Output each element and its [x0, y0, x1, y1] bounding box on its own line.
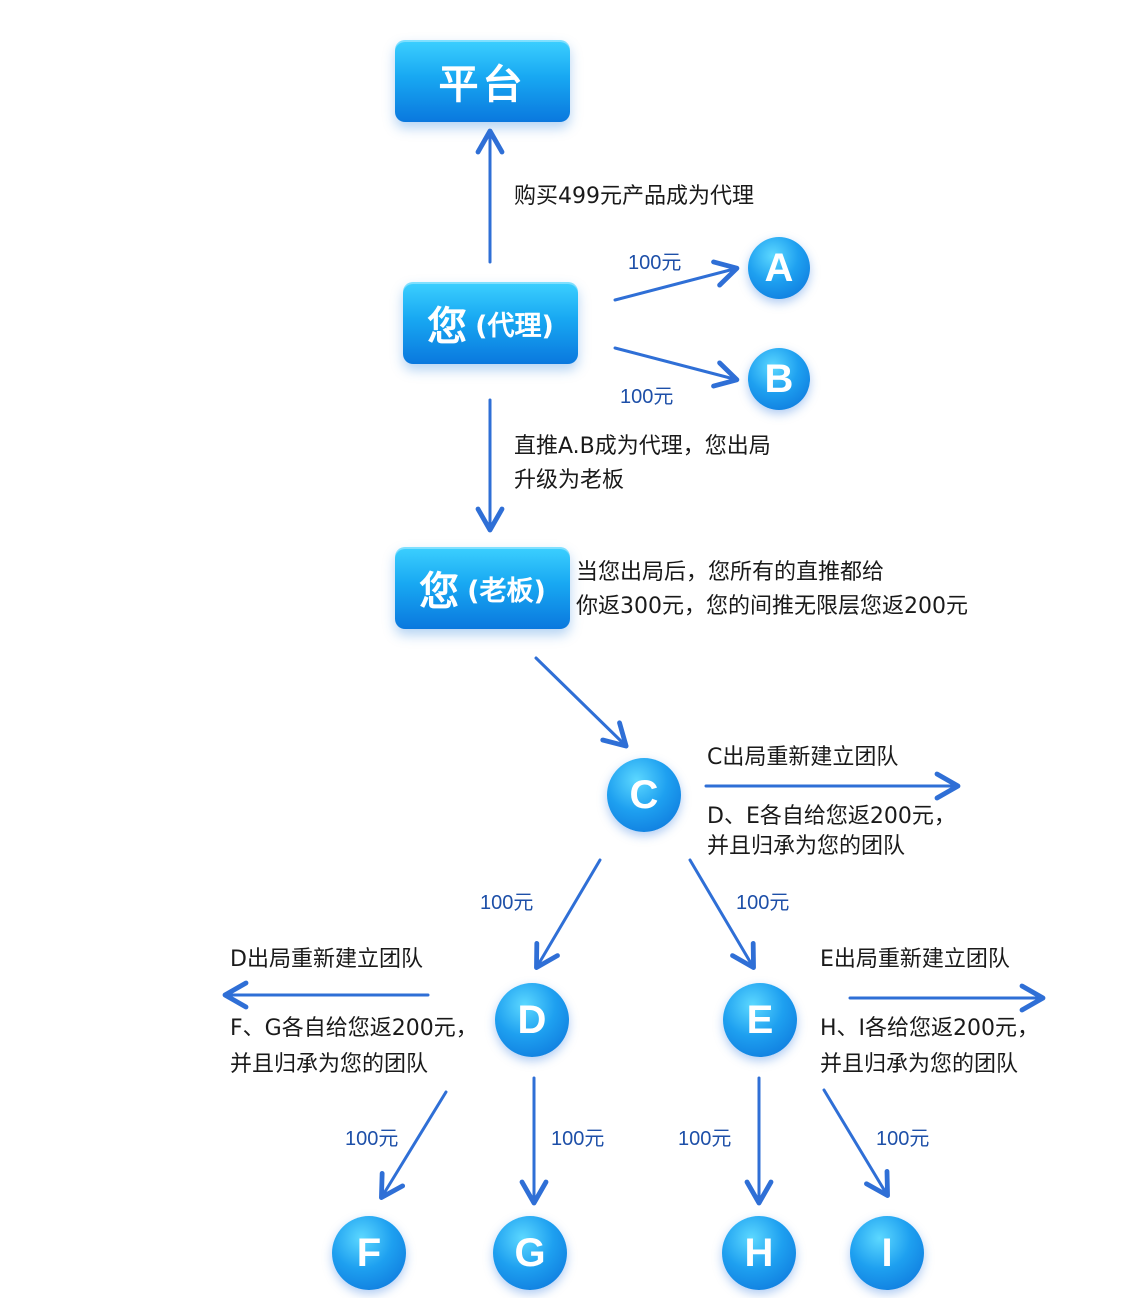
node-c: C: [607, 758, 681, 832]
note-buy: 购买499元产品成为代理: [514, 184, 754, 209]
node-h: H: [722, 1216, 796, 1290]
amount-you-a: 100元: [628, 252, 682, 274]
node-d: D: [495, 983, 569, 1057]
note-c-out: C出局重新建立团队: [707, 745, 899, 770]
arrow-d-to-f: [379, 1090, 448, 1200]
node-e: E: [723, 983, 797, 1057]
amount-e-h: 100元: [678, 1128, 732, 1150]
boss-box: 您 (老板): [395, 547, 570, 629]
arrow-e-to-i: [822, 1088, 890, 1198]
node-f: F: [332, 1216, 406, 1290]
amount-d-g: 100元: [551, 1128, 605, 1150]
amount-d-f: 100元: [345, 1128, 399, 1150]
note-boss-line2: 你返300元，您的间推无限层您返200元: [576, 594, 968, 619]
boss-box-sublabel: (老板): [467, 575, 546, 607]
note-promote-line2: 升级为老板: [514, 468, 625, 493]
note-d-line2: 并且归承为您的团队: [230, 1052, 429, 1077]
arrow-agent-to-a: [613, 259, 740, 302]
note-boss-line1: 当您出局后，您所有的直推都给: [576, 560, 885, 585]
note-e-line2: 并且归承为您的团队: [820, 1052, 1019, 1077]
note-c-line1: D、E各自给您返200元，: [707, 804, 956, 829]
boss-box-label: 您: [419, 569, 464, 615]
arrow-c-to-e: [688, 858, 756, 970]
agent-box-label: 您: [427, 304, 472, 350]
note-e-line1: H、I各给您返200元，: [820, 1016, 1040, 1041]
note-c-line2: 并且归承为您的团队: [707, 834, 906, 859]
arrow-agent-to-b: [613, 346, 740, 389]
platform-box: 平台: [395, 40, 570, 122]
note-d-out: D出局重新建立团队: [230, 947, 423, 972]
agent-box: 您 (代理): [403, 282, 578, 364]
platform-box-label: 平台: [438, 62, 527, 108]
note-d-line1: F、G各自给您返200元，: [230, 1016, 478, 1041]
amount-e-i: 100元: [876, 1128, 930, 1150]
amount-c-e: 100元: [736, 892, 790, 914]
note-e-out: E出局重新建立团队: [820, 947, 1010, 972]
node-i: I: [850, 1216, 924, 1290]
node-g: G: [493, 1216, 567, 1290]
node-b: B: [748, 348, 810, 410]
note-promote-line1: 直推A.B成为代理，您出局: [514, 434, 771, 459]
amount-c-d: 100元: [480, 892, 534, 914]
amount-you-b: 100元: [620, 386, 674, 408]
arrow-c-to-d: [534, 858, 602, 970]
arrow-boss-to-c: [534, 656, 629, 749]
node-a: A: [748, 237, 810, 299]
agent-box-sublabel: (代理): [475, 310, 554, 342]
